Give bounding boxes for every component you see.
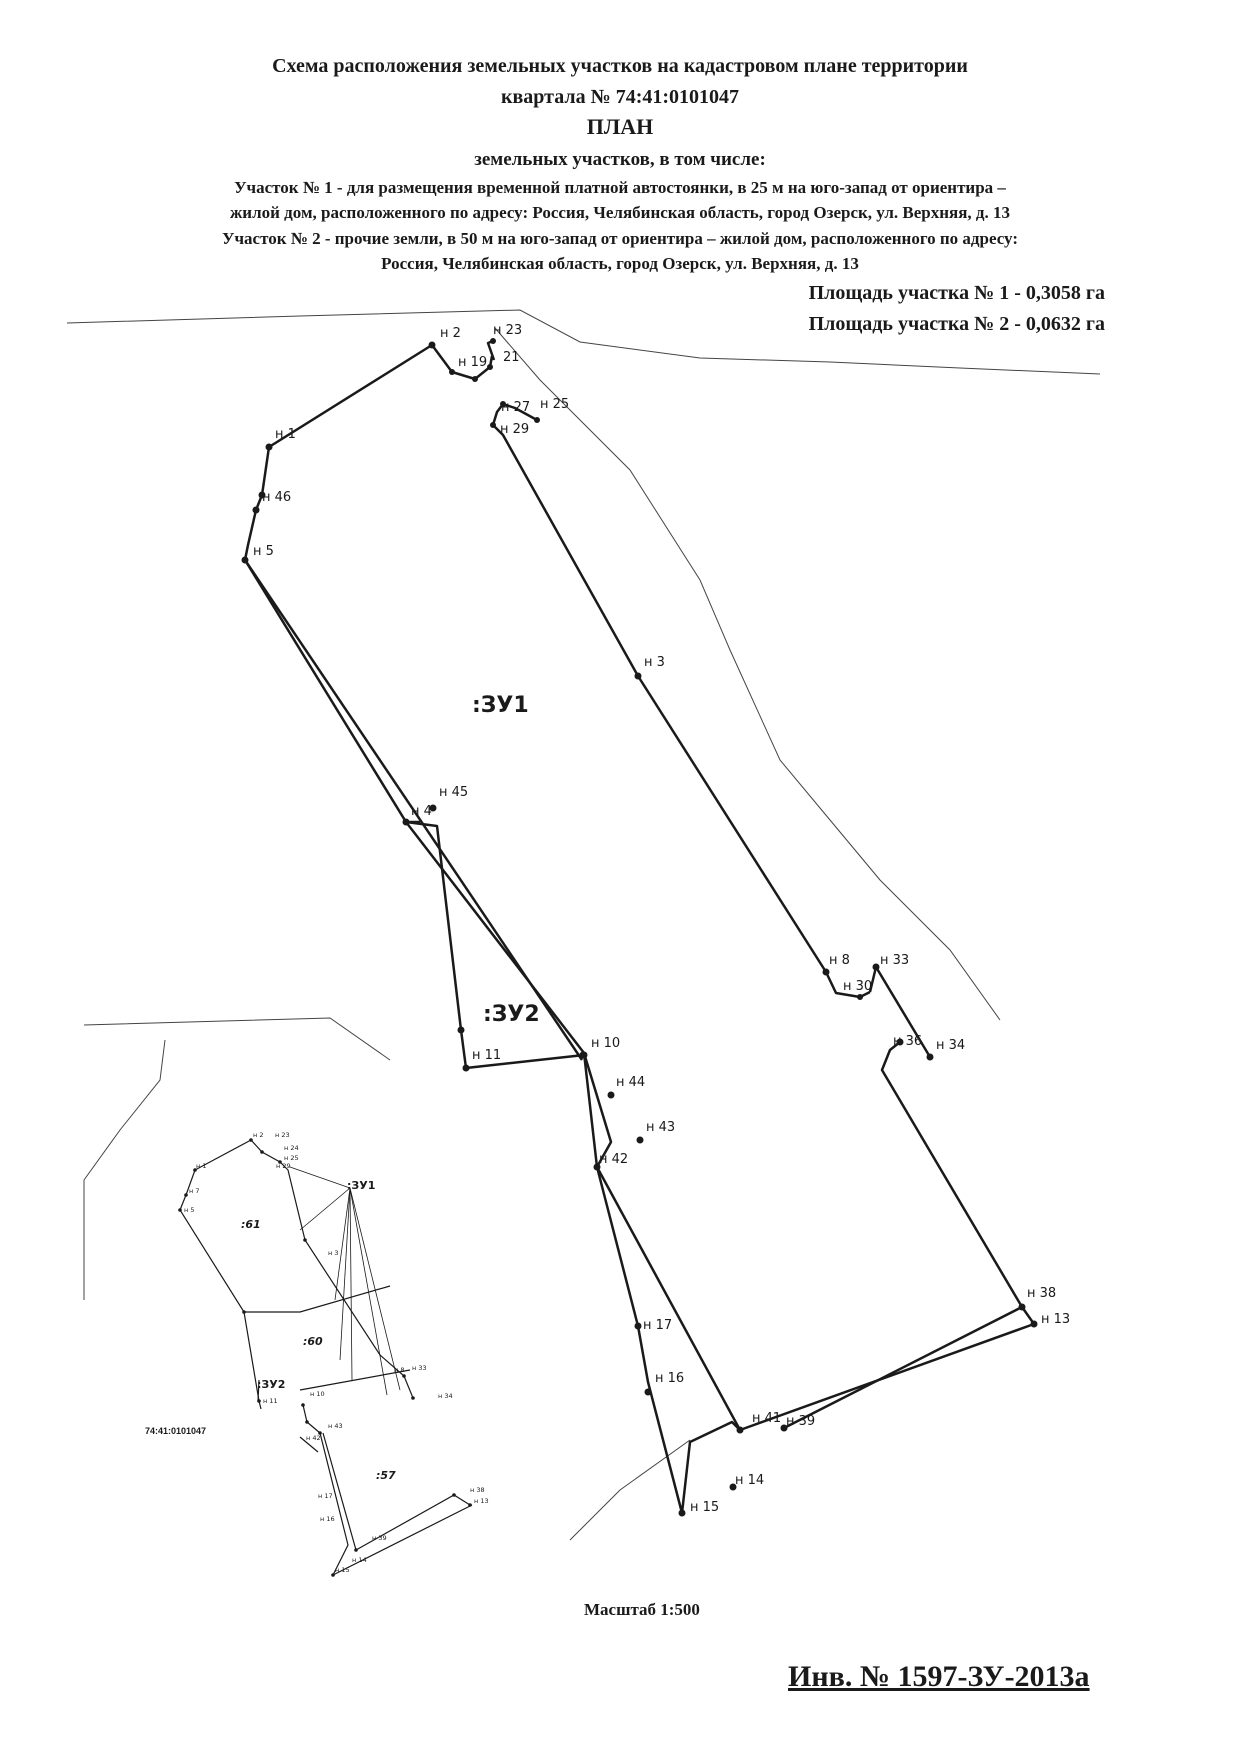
svg-text:н 14: н 14 bbox=[352, 1556, 367, 1564]
plan-heading: ПЛАН bbox=[586, 114, 654, 139]
parcel1-area: Площадь участка № 1 - 0,3058 га bbox=[808, 282, 1105, 304]
svg-text:н 33: н 33 bbox=[412, 1364, 427, 1372]
point-label-n11: н 11 bbox=[472, 1048, 501, 1063]
boundary-point-markers bbox=[241, 338, 1038, 1517]
svg-text:н 2: н 2 bbox=[253, 1131, 263, 1139]
point-label-n3: н 3 bbox=[644, 655, 665, 670]
svg-text:н 1: н 1 bbox=[196, 1162, 206, 1170]
point-label-n23: н 23 bbox=[493, 323, 522, 338]
parcel2-description-line2: Россия, Челябинская область, город Озерс… bbox=[381, 254, 859, 273]
svg-text:н 25: н 25 bbox=[284, 1154, 299, 1162]
point-label-n33: н 33 bbox=[880, 953, 909, 968]
svg-text:н 34: н 34 bbox=[438, 1392, 453, 1400]
point-label-n34: н 34 bbox=[936, 1038, 965, 1053]
inset-zone-zu2: :ЗУ2 bbox=[257, 1378, 285, 1391]
svg-text:н 42: н 42 bbox=[306, 1434, 321, 1442]
inset-zone-zu1: :ЗУ1 bbox=[347, 1179, 375, 1192]
inventory-number: Инв. № 1597-ЗУ-2013а bbox=[788, 1660, 1090, 1693]
boundary-point-labels: н 1 н 2 н 23 н 19 21 н 27 н 25 н 29 н 46… bbox=[253, 323, 1070, 1515]
point-label-n10: н 10 bbox=[591, 1036, 620, 1051]
svg-text:н 16: н 16 bbox=[320, 1515, 335, 1523]
point-label-n14: н 14 bbox=[735, 1473, 764, 1488]
point-label-n8: н 8 bbox=[829, 953, 850, 968]
point-label-n29: н 29 bbox=[500, 422, 529, 437]
parcel1-description-line2: жилой дом, расположенного по адресу: Рос… bbox=[229, 203, 1011, 222]
point-label-n42: н 42 bbox=[599, 1152, 628, 1167]
svg-text:н 11: н 11 bbox=[263, 1397, 278, 1405]
document-title: Схема расположения земельных участков на… bbox=[272, 55, 968, 77]
quarter-number: квартала № 74:41:0101047 bbox=[500, 86, 740, 108]
point-label-n36: н 36 bbox=[893, 1034, 922, 1049]
inset-parcel-61: :61 bbox=[241, 1218, 261, 1231]
point-label-n5: н 5 bbox=[253, 544, 274, 559]
point-label-n41: н 41 bbox=[752, 1411, 781, 1426]
point-label-n25: н 25 bbox=[540, 397, 569, 412]
svg-text:н 8: н 8 bbox=[394, 1366, 404, 1374]
parcel1-description-line1: Участок № 1 - для размещения временной п… bbox=[234, 178, 1006, 197]
point-label-n27: н 27 bbox=[501, 400, 530, 415]
point-label-n45: н 45 bbox=[439, 785, 468, 800]
point-label-n13: н 13 bbox=[1041, 1312, 1070, 1327]
scale-label: Масштаб 1:500 bbox=[584, 1600, 700, 1619]
point-label-n46: н 46 bbox=[262, 490, 291, 505]
svg-text:н 38: н 38 bbox=[470, 1486, 485, 1494]
point-label-n4: н 4 bbox=[411, 804, 432, 819]
svg-text:н 43: н 43 bbox=[328, 1422, 343, 1430]
point-label-n15: н 15 bbox=[690, 1500, 719, 1515]
svg-text:н 24: н 24 bbox=[284, 1144, 299, 1152]
inset-parcel-57: :57 bbox=[376, 1469, 396, 1482]
point-label-n30: н 30 bbox=[843, 979, 872, 994]
svg-text:н 39: н 39 bbox=[372, 1534, 387, 1542]
parcel-zu1-outline bbox=[243, 339, 1036, 1514]
parcel-zu2-outline bbox=[405, 820, 585, 1070]
point-label-n17: н 17 bbox=[643, 1318, 672, 1333]
parcel2-area: Площадь участка № 2 - 0,0632 га bbox=[808, 313, 1105, 335]
point-label-n21: 21 bbox=[503, 350, 520, 365]
point-label-n38: н 38 bbox=[1027, 1286, 1056, 1301]
point-label-n16: н 16 bbox=[655, 1371, 684, 1386]
point-label-n43: н 43 bbox=[646, 1120, 675, 1135]
point-label-n44: н 44 bbox=[616, 1075, 645, 1090]
svg-text:н 5: н 5 bbox=[184, 1206, 194, 1214]
inset-quarter-number: 74:41:0101047 bbox=[145, 1426, 206, 1436]
point-label-n39: н 39 bbox=[786, 1414, 815, 1429]
svg-text:н 15: н 15 bbox=[335, 1566, 350, 1574]
point-label-n19: н 19 bbox=[458, 355, 487, 370]
inset-parcel-60: :60 bbox=[303, 1335, 323, 1348]
plan-subheading: земельных участков, в том числе: bbox=[474, 149, 766, 170]
point-label-n1: н 1 bbox=[275, 427, 296, 442]
svg-text:н 3: н 3 bbox=[328, 1249, 338, 1257]
svg-text:н 7: н 7 bbox=[189, 1187, 199, 1195]
zone-zu1-label: :ЗУ1 bbox=[472, 693, 529, 718]
svg-text:н 17: н 17 bbox=[318, 1492, 333, 1500]
inset-overview-map: н 2 н 23 н 24 н 25 н 29 н 1 н 7 н 5 н 3 … bbox=[145, 1131, 489, 1577]
svg-text:н 23: н 23 bbox=[275, 1131, 290, 1139]
point-label-n2: н 2 bbox=[440, 326, 461, 341]
svg-text:н 13: н 13 bbox=[474, 1497, 489, 1505]
svg-text:н 10: н 10 bbox=[310, 1390, 325, 1398]
parcel2-description-line1: Участок № 2 - прочие земли, в 50 м на юг… bbox=[221, 229, 1018, 248]
zone-zu2-label: :ЗУ2 bbox=[483, 1002, 540, 1027]
svg-text:н 29: н 29 bbox=[276, 1162, 291, 1170]
